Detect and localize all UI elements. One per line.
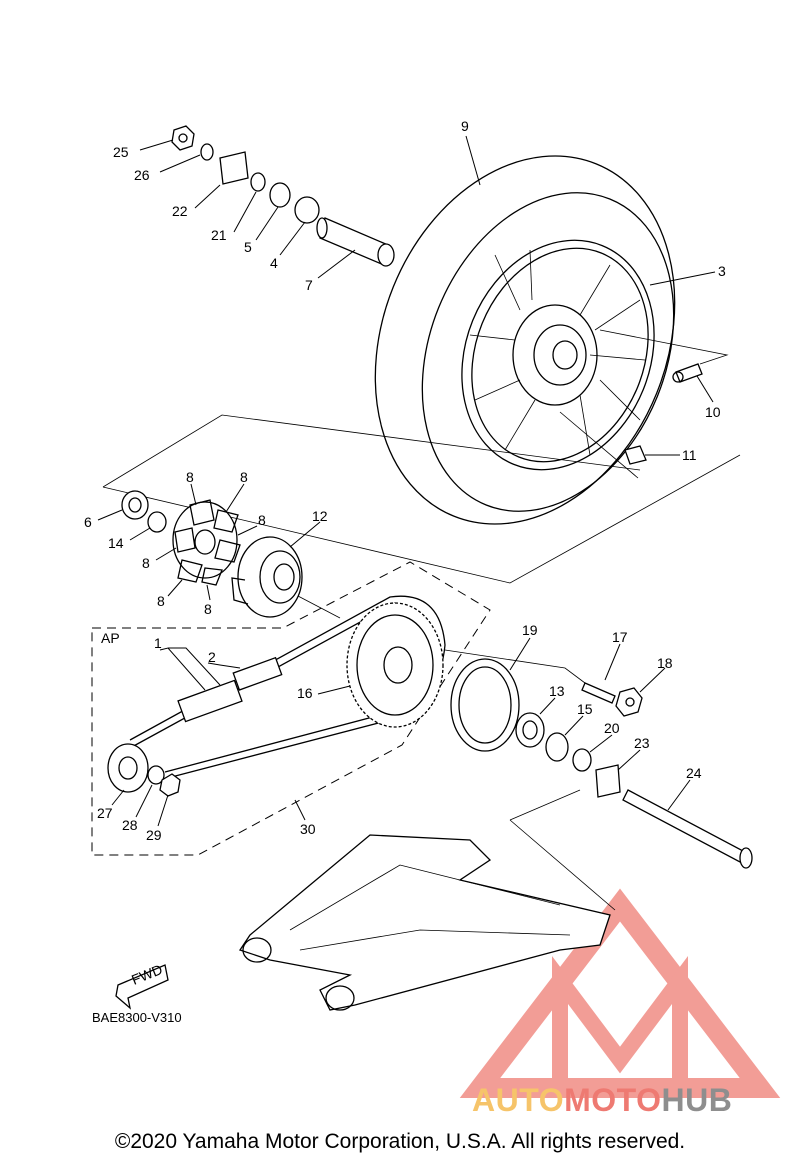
part-label-25: 25 (113, 144, 129, 160)
valve-10 (672, 363, 703, 383)
fwd-arrow-icon (115, 964, 169, 1010)
part-label-29: 29 (146, 827, 162, 843)
part-label-27: 27 (97, 805, 113, 821)
copyright-notice: ©2020 Yamaha Motor Corporation, U.S.A. A… (114, 1130, 686, 1153)
rear-tire (374, 155, 676, 525)
diagram-code: BAE8300-V310 (92, 1010, 182, 1025)
bolt-17 (581, 682, 616, 704)
part-label-14: 14 (108, 535, 124, 551)
part-label-11: 11 (682, 447, 697, 463)
part-label-6: 6 (84, 514, 92, 530)
part-label-8b: 8 (240, 469, 248, 485)
part-label-8f: 8 (204, 601, 212, 617)
hub-dampers-8 (172, 499, 241, 586)
balance-weight-11 (624, 445, 647, 465)
seal-15 (545, 732, 569, 762)
part-label-10: 10 (705, 404, 721, 420)
part-label-13: 13 (549, 683, 565, 699)
part-label-18: 18 (657, 655, 673, 671)
rear-wheel-rim (461, 239, 655, 471)
brand-auto: AUTO (472, 1082, 565, 1118)
rear-sprocket-16 (346, 602, 444, 728)
nut-18 (615, 687, 643, 717)
part-label-15: 15 (577, 701, 593, 717)
part-label-21: 21 (211, 227, 227, 243)
part-label-20: 20 (604, 720, 620, 736)
part-label-8e: 8 (157, 593, 165, 609)
bearing-6 (121, 490, 149, 520)
plate-22 (219, 151, 249, 185)
nut-29 (159, 773, 181, 797)
wheel-axle-24 (622, 789, 753, 869)
part-label-23: 23 (634, 735, 650, 751)
bearing-4 (294, 196, 320, 224)
part-label-22: 22 (172, 203, 188, 219)
part-label-24: 24 (686, 765, 702, 781)
part-label-ap: AP (101, 630, 120, 646)
leader-lines (97, 135, 716, 827)
drive-sprocket-27 (107, 743, 149, 793)
part-label-28: 28 (122, 817, 138, 833)
nut-25 (171, 125, 195, 151)
spacer-7 (316, 217, 395, 267)
part-label-1: 1 (154, 635, 162, 651)
bearing-13 (515, 712, 545, 748)
collar-20 (572, 748, 592, 772)
part-label-26: 26 (134, 167, 150, 183)
seal-5 (269, 182, 291, 208)
part-label-30: 30 (300, 821, 316, 837)
part-label-8d: 8 (142, 555, 150, 571)
chain-guard-19 (450, 658, 520, 752)
brand-hub: HUB (661, 1082, 733, 1118)
part-label-2: 2 (208, 649, 216, 665)
part-label-5: 5 (244, 239, 252, 255)
watermark-brand: AUTOMOTOHUB (472, 1082, 732, 1119)
part-label-4: 4 (270, 255, 278, 271)
watermark-logo-icon (459, 888, 781, 1098)
part-label-3: 3 (718, 263, 726, 279)
swingarm (238, 834, 611, 1011)
adjuster-23 (595, 764, 621, 798)
collar-14 (147, 511, 167, 533)
part-label-12: 12 (312, 508, 328, 524)
part-label-17: 17 (612, 629, 628, 645)
sprocket-hub-12 (231, 536, 303, 618)
chain-links-1-2 (177, 656, 283, 723)
collar-21 (250, 172, 266, 192)
washer-26 (200, 143, 214, 161)
part-label-16: 16 (297, 685, 313, 701)
part-label-19: 19 (522, 622, 538, 638)
part-label-7: 7 (305, 277, 313, 293)
part-label-8a: 8 (186, 469, 194, 485)
brand-moto: MOTO (564, 1082, 662, 1118)
part-label-9: 9 (461, 118, 469, 134)
washer-28 (147, 765, 165, 785)
part-label-8c: 8 (258, 512, 266, 528)
